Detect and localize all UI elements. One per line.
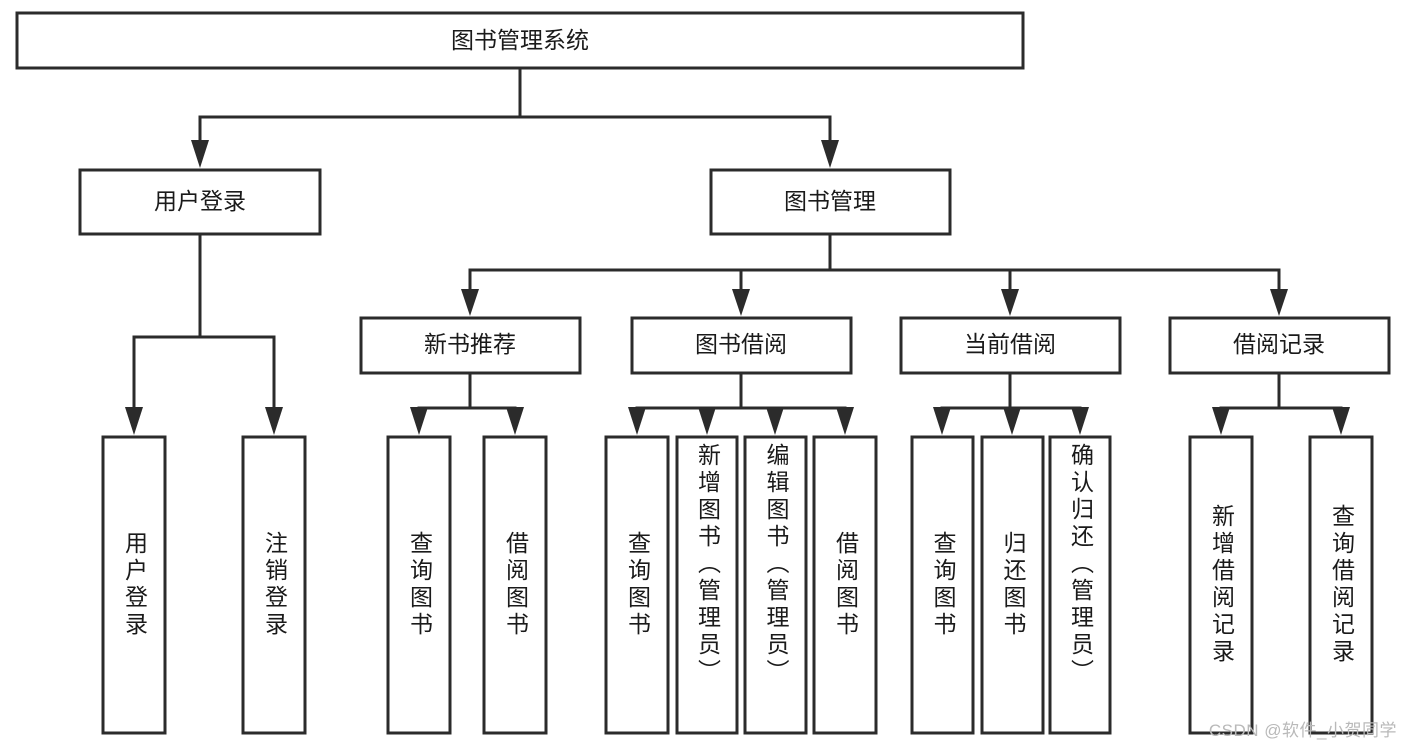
- arrow-head-record: [1270, 289, 1288, 316]
- arrow-head-current-leaf-2: [1003, 407, 1021, 435]
- arrow-head-leaf-user-login: [125, 407, 143, 435]
- arrow-head-newbook: [461, 289, 479, 316]
- node-current-borrow-label: 当前借阅: [964, 331, 1056, 357]
- arrow-head-newbook-leaf-1: [410, 407, 428, 435]
- watermark-label: CSDN @软件_小贺同学: [1208, 721, 1397, 740]
- node-book-management-label: 图书管理: [784, 188, 876, 214]
- arrow-head-record-leaf-1: [1212, 407, 1230, 435]
- leaf-box-edit-book-admin[interactable]: [743, 435, 808, 735]
- leaf-box-query-borrow-record[interactable]: [1308, 435, 1374, 735]
- arrow-head-current-leaf-3: [1071, 407, 1089, 435]
- arrow-head-borrow-leaf-4: [836, 407, 854, 435]
- leaf-box-borrow-book-newbook[interactable]: [482, 435, 548, 735]
- leaf-box-logout[interactable]: [241, 435, 307, 735]
- node-new-book-recommend-box[interactable]: [359, 316, 582, 375]
- leaf-box-add-book-admin[interactable]: [675, 435, 739, 735]
- node-root-label: 图书管理系统: [451, 27, 589, 53]
- node-borrow-record-label: 借阅记录: [1233, 331, 1325, 357]
- leaf-box-query-book-current[interactable]: [910, 435, 975, 735]
- node-borrow-record-box[interactable]: [1168, 316, 1391, 375]
- arrow-head-borrow-leaf-2: [698, 407, 716, 435]
- leaf-box-user-login[interactable]: [101, 435, 167, 735]
- arrow-head-current-leaf-1: [933, 407, 951, 435]
- connector-layer: [125, 66, 1350, 435]
- leaf-box-query-book-borrow[interactable]: [604, 435, 670, 735]
- node-user-login-box[interactable]: [78, 168, 322, 236]
- leaf-box-query-book-newbook[interactable]: [386, 435, 452, 735]
- arrow-head-borrow-leaf-1: [628, 407, 646, 435]
- arrow-head-book-mgmt: [821, 140, 839, 168]
- node-book-management-box[interactable]: [709, 168, 952, 236]
- leaf-box-add-borrow-record[interactable]: [1188, 435, 1254, 735]
- leaf-box-borrow-book[interactable]: [812, 435, 878, 735]
- arrow-head-record-leaf-2: [1332, 407, 1350, 435]
- node-current-borrow-box[interactable]: [899, 316, 1122, 375]
- node-user-login-label: 用户登录: [154, 188, 246, 214]
- arrow-head-borrow: [732, 289, 750, 316]
- leaf-box-return-book[interactable]: [980, 435, 1045, 735]
- node-root-box[interactable]: [15, 11, 1025, 70]
- node-book-borrow-box[interactable]: [630, 316, 853, 375]
- arrow-head-user-login: [191, 140, 209, 168]
- node-new-book-recommend-label: 新书推荐: [424, 331, 516, 357]
- node-book-borrow-label: 图书借阅: [695, 331, 787, 357]
- node-layer: 图书管理系统 用户登录 图书管理 新书推荐 图书借阅 当前借阅 借阅记录: [15, 11, 1391, 735]
- arrow-head-leaf-logout: [265, 407, 283, 435]
- leaf-box-confirm-return-admin[interactable]: [1048, 435, 1112, 735]
- arrow-head-current: [1001, 289, 1019, 316]
- arrow-head-newbook-leaf-2: [506, 407, 524, 435]
- arrow-head-borrow-leaf-3: [766, 407, 784, 435]
